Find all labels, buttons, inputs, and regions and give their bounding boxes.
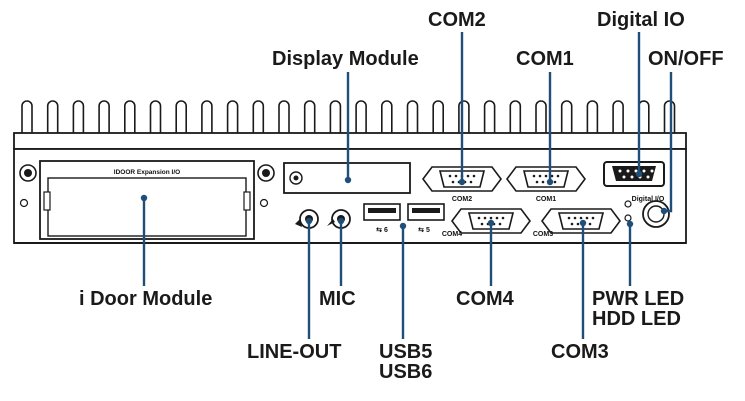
heatsink-fin — [509, 100, 522, 133]
label-mic: MIC — [319, 288, 356, 310]
leader-dot — [140, 194, 148, 202]
heatsink-fins — [21, 100, 676, 133]
screw-small-right — [259, 198, 269, 208]
heatsink-fin — [252, 100, 265, 133]
heatsink-fin — [432, 100, 444, 133]
heatsink-fin — [303, 100, 316, 133]
label-com2: COM2 — [428, 9, 486, 31]
com4-port-label: COM4 — [442, 231, 462, 238]
heatsink-fin — [612, 100, 624, 133]
com1-port — [506, 166, 586, 192]
heatsink-fin — [586, 100, 599, 133]
svg-text:⇆ 5: ⇆ 5 — [418, 226, 430, 234]
idoor-expansion-label: IDOOR Expansion I/O — [114, 169, 180, 176]
label-line-out: LINE-OUT — [247, 341, 342, 363]
leader-dot — [487, 219, 495, 227]
usb-port-5: ⇆ 6 — [363, 203, 401, 234]
heatsink-fin — [226, 100, 239, 133]
heatsink-fin — [124, 100, 136, 133]
heatsink-fin — [46, 100, 59, 133]
screw-left — [19, 164, 37, 182]
chassis-top-band — [13, 132, 687, 150]
heatsink-fin — [329, 100, 342, 133]
label-com4: COM4 — [456, 288, 514, 310]
heatsink-fin — [278, 100, 290, 133]
heatsink-fin — [663, 100, 676, 133]
com1-port-label: COM1 — [536, 196, 556, 203]
heatsink-fin — [175, 100, 187, 133]
leader-dot — [344, 176, 352, 184]
heatsink-fin — [149, 100, 162, 133]
leader-dot — [305, 217, 313, 225]
usb-port-6: ⇆ 5 — [407, 203, 445, 234]
label-usb6: USB6 — [379, 361, 433, 383]
screw-right — [257, 164, 275, 182]
label-idoor-module: i Door Module — [79, 288, 213, 310]
heatsink-fin — [638, 100, 650, 133]
label-com1: COM1 — [516, 48, 574, 70]
label-com3: COM3 — [551, 341, 609, 363]
heatsink-fin — [201, 100, 213, 133]
power-button — [642, 200, 670, 228]
hdd-led — [624, 214, 632, 222]
leader-dot — [660, 207, 668, 215]
leader-dot — [626, 220, 634, 228]
leader-lines — [140, 32, 673, 339]
heatsink-fin — [483, 100, 496, 133]
heatsink-fin — [535, 100, 547, 133]
com3-port-label: COM3 — [533, 231, 553, 238]
label-pwr-led: PWR LED — [592, 288, 685, 310]
digital-io-port: Digital I/O — [603, 161, 665, 203]
screw-small-left — [19, 198, 29, 208]
heatsink-fin — [560, 100, 573, 133]
label-hdd-led: HDD LED — [592, 308, 681, 330]
svg-text:⇆ 6: ⇆ 6 — [376, 226, 388, 234]
pwr-led — [624, 200, 632, 208]
digital-io-port-label: Digital I/O — [632, 196, 665, 203]
leader-dot — [546, 178, 554, 186]
heatsink-fin — [72, 100, 85, 133]
com2-port-label: COM2 — [452, 196, 472, 203]
heatsink-fin — [21, 100, 33, 133]
label-usb5: USB5 — [379, 341, 433, 363]
idoor-expansion-slot: IDOOR Expansion I/O — [39, 160, 255, 240]
leader-dot — [579, 219, 587, 227]
heatsink-fin — [98, 100, 110, 133]
heatsink-fin — [381, 100, 393, 133]
leader-dot — [458, 178, 466, 186]
label-display-module: Display Module — [272, 48, 419, 70]
label-digital-io: Digital IO — [597, 9, 685, 31]
label-on-off: ON/OFF — [648, 48, 724, 70]
leader-dot — [399, 222, 407, 230]
heatsink-fin — [458, 100, 470, 133]
heatsink-fin — [355, 100, 367, 133]
leader-dot — [337, 217, 345, 225]
leader-dot — [635, 170, 643, 178]
heatsink-fin — [406, 100, 419, 133]
